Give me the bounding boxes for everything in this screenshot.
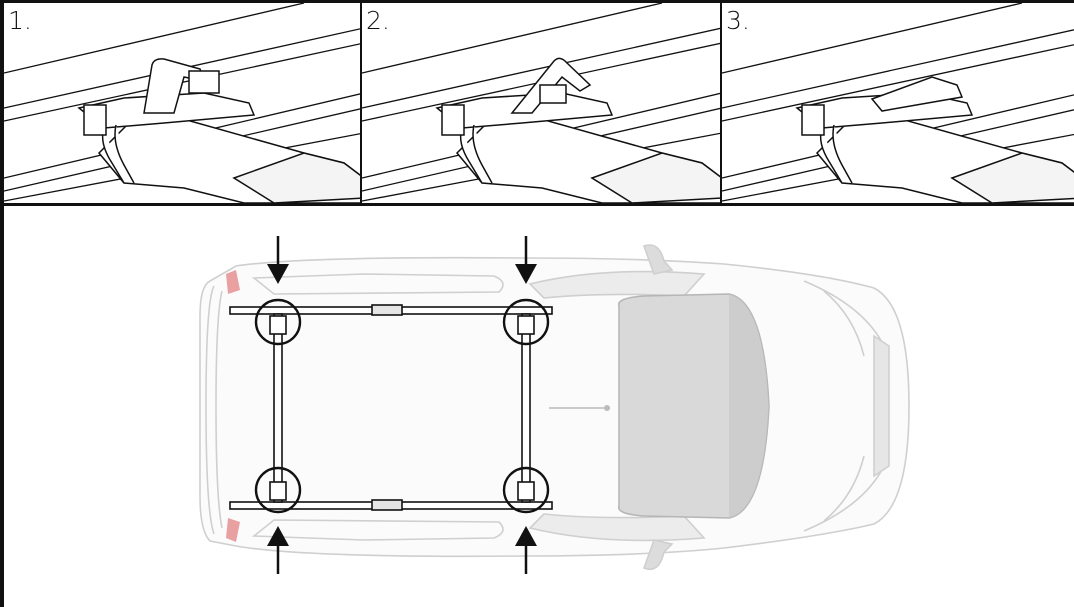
step-1-panel: 1. bbox=[4, 3, 362, 203]
panel-divider bbox=[0, 203, 1074, 206]
step-1-illustration bbox=[4, 3, 360, 203]
step-2-label: 2. bbox=[366, 6, 390, 35]
highlight-circle-rear-right bbox=[254, 466, 302, 514]
tail-light-left bbox=[226, 270, 240, 294]
step-1-label: 1. bbox=[8, 6, 32, 35]
car-body bbox=[199, 244, 910, 571]
crossbar bbox=[455, 107, 720, 203]
step-3-label: 3. bbox=[726, 6, 750, 35]
latch-lever bbox=[510, 57, 592, 114]
tail-light-right bbox=[226, 518, 240, 542]
highlight-circle-rear-left bbox=[254, 298, 302, 346]
roof-rack bbox=[229, 304, 553, 511]
step-3-panel: 3. bbox=[722, 3, 1074, 203]
arrow-up-icon bbox=[267, 526, 289, 574]
arrows bbox=[267, 236, 537, 574]
car-top-view-icon bbox=[199, 236, 910, 574]
highlight-circles bbox=[254, 298, 550, 514]
clamp-foot bbox=[77, 92, 256, 184]
crossbar bbox=[97, 107, 360, 203]
step-3-illustration bbox=[722, 3, 1074, 203]
arrow-down-icon bbox=[515, 236, 537, 284]
highlight-circle-front-right bbox=[502, 466, 550, 514]
step-2-illustration bbox=[362, 3, 720, 203]
latch-lever bbox=[143, 58, 220, 114]
arrow-down-icon bbox=[267, 236, 289, 284]
highlight-circle-front-left bbox=[502, 298, 550, 346]
crossbar bbox=[815, 107, 1074, 203]
arrow-up-icon bbox=[515, 526, 537, 574]
car-overview bbox=[4, 206, 1074, 607]
latch-lever bbox=[870, 76, 964, 112]
step-2-panel: 2. bbox=[362, 3, 722, 203]
